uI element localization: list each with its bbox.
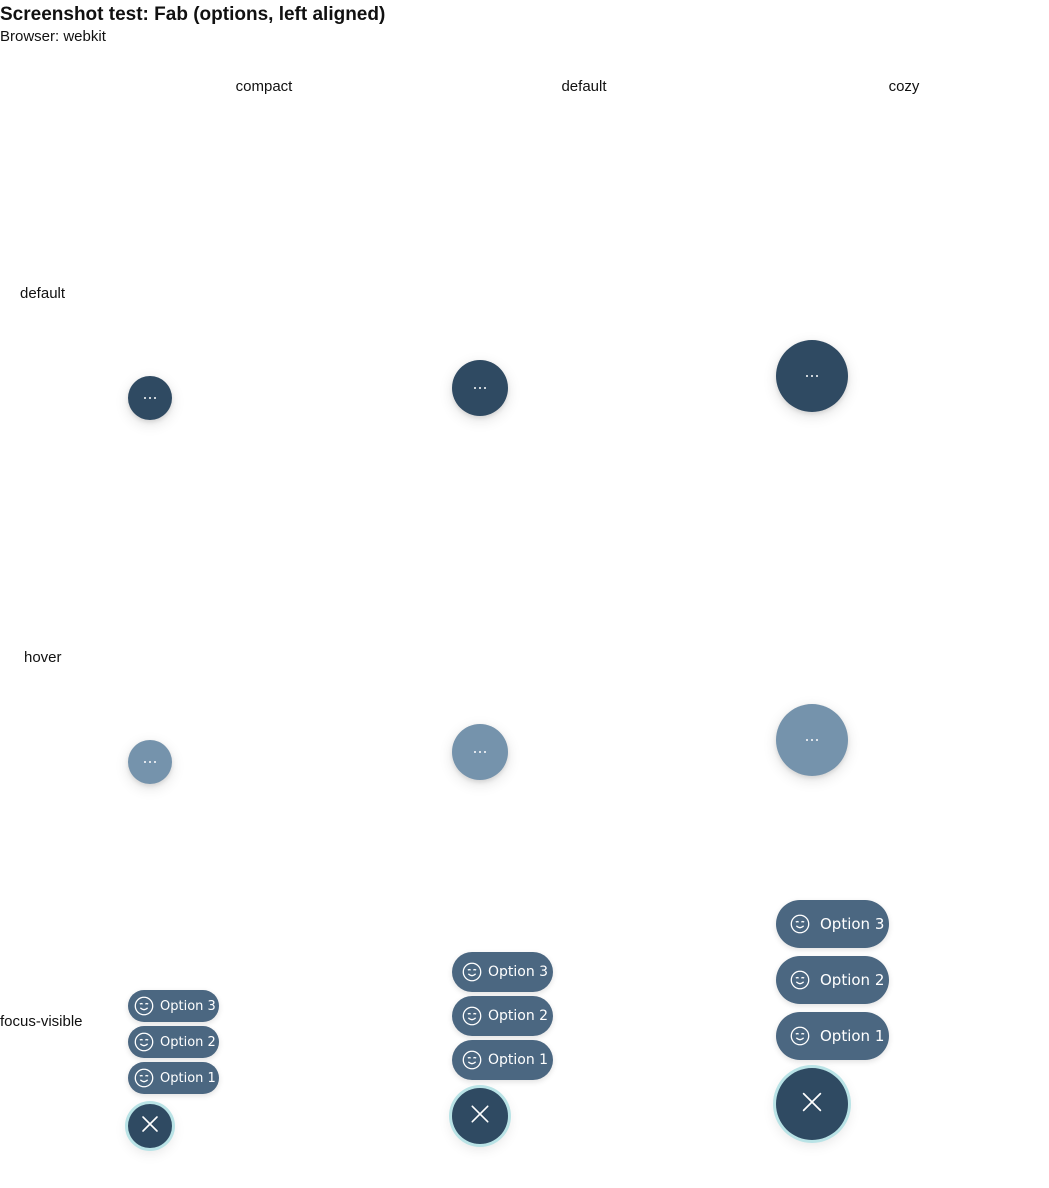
close-icon [469,1103,491,1130]
option-label: Option 2 [160,1034,216,1050]
more-horizontal-icon [806,375,818,377]
fab-option-3-compact[interactable]: Option 3 [128,990,219,1022]
option-label: Option 1 [820,1027,885,1045]
more-horizontal-icon [144,397,156,399]
column-header-cozy: cozy [888,78,920,95]
smile-icon [461,1049,483,1071]
fab-compact-default[interactable] [128,376,172,420]
option-label: Option 2 [820,971,885,989]
browser-label: Browser: webkit [0,28,106,45]
more-horizontal-icon [474,751,486,753]
smile-icon [461,961,483,983]
fab-default-hover[interactable] [452,724,508,780]
fab-default-focus-visible[interactable] [452,1088,508,1144]
row-label-default: default [20,285,66,302]
smile-icon [789,913,811,935]
more-horizontal-icon [144,761,156,763]
fab-cozy-default[interactable] [776,340,848,412]
fab-cozy-focus-visible[interactable] [776,1068,848,1140]
option-label: Option 3 [820,915,885,933]
close-icon [140,1114,160,1139]
fab-option-1-default[interactable]: Option 1 [452,1040,553,1080]
smile-icon [133,1067,155,1089]
smile-icon [133,1031,155,1053]
fab-option-2-cozy[interactable]: Option 2 [776,956,889,1004]
close-icon [800,1090,824,1119]
row-label-hover: hover [24,649,62,666]
option-label: Option 3 [488,964,549,980]
column-header-default: default [561,78,607,95]
fab-cozy-hover[interactable] [776,704,848,776]
option-label: Option 1 [160,1070,216,1086]
more-horizontal-icon [474,387,486,389]
fab-option-3-default[interactable]: Option 3 [452,952,553,992]
smile-icon [789,1025,811,1047]
column-header-compact: compact [235,78,293,95]
fab-option-3-cozy[interactable]: Option 3 [776,900,889,948]
fab-compact-hover[interactable] [128,740,172,784]
smile-icon [461,1005,483,1027]
option-label: Option 1 [488,1052,549,1068]
option-label: Option 3 [160,998,216,1014]
page-title: Screenshot test: Fab (options, left alig… [0,4,386,25]
fab-compact-focus-visible[interactable] [128,1104,172,1148]
fab-option-2-default[interactable]: Option 2 [452,996,553,1036]
fab-option-1-cozy[interactable]: Option 1 [776,1012,889,1060]
fab-default-default[interactable] [452,360,508,416]
smile-icon [789,969,811,991]
fab-option-2-compact[interactable]: Option 2 [128,1026,219,1058]
row-label-focus-visible: focus-visible [0,1013,83,1030]
fab-option-1-compact[interactable]: Option 1 [128,1062,219,1094]
more-horizontal-icon [806,739,818,741]
option-label: Option 2 [488,1008,549,1024]
smile-icon [133,995,155,1017]
